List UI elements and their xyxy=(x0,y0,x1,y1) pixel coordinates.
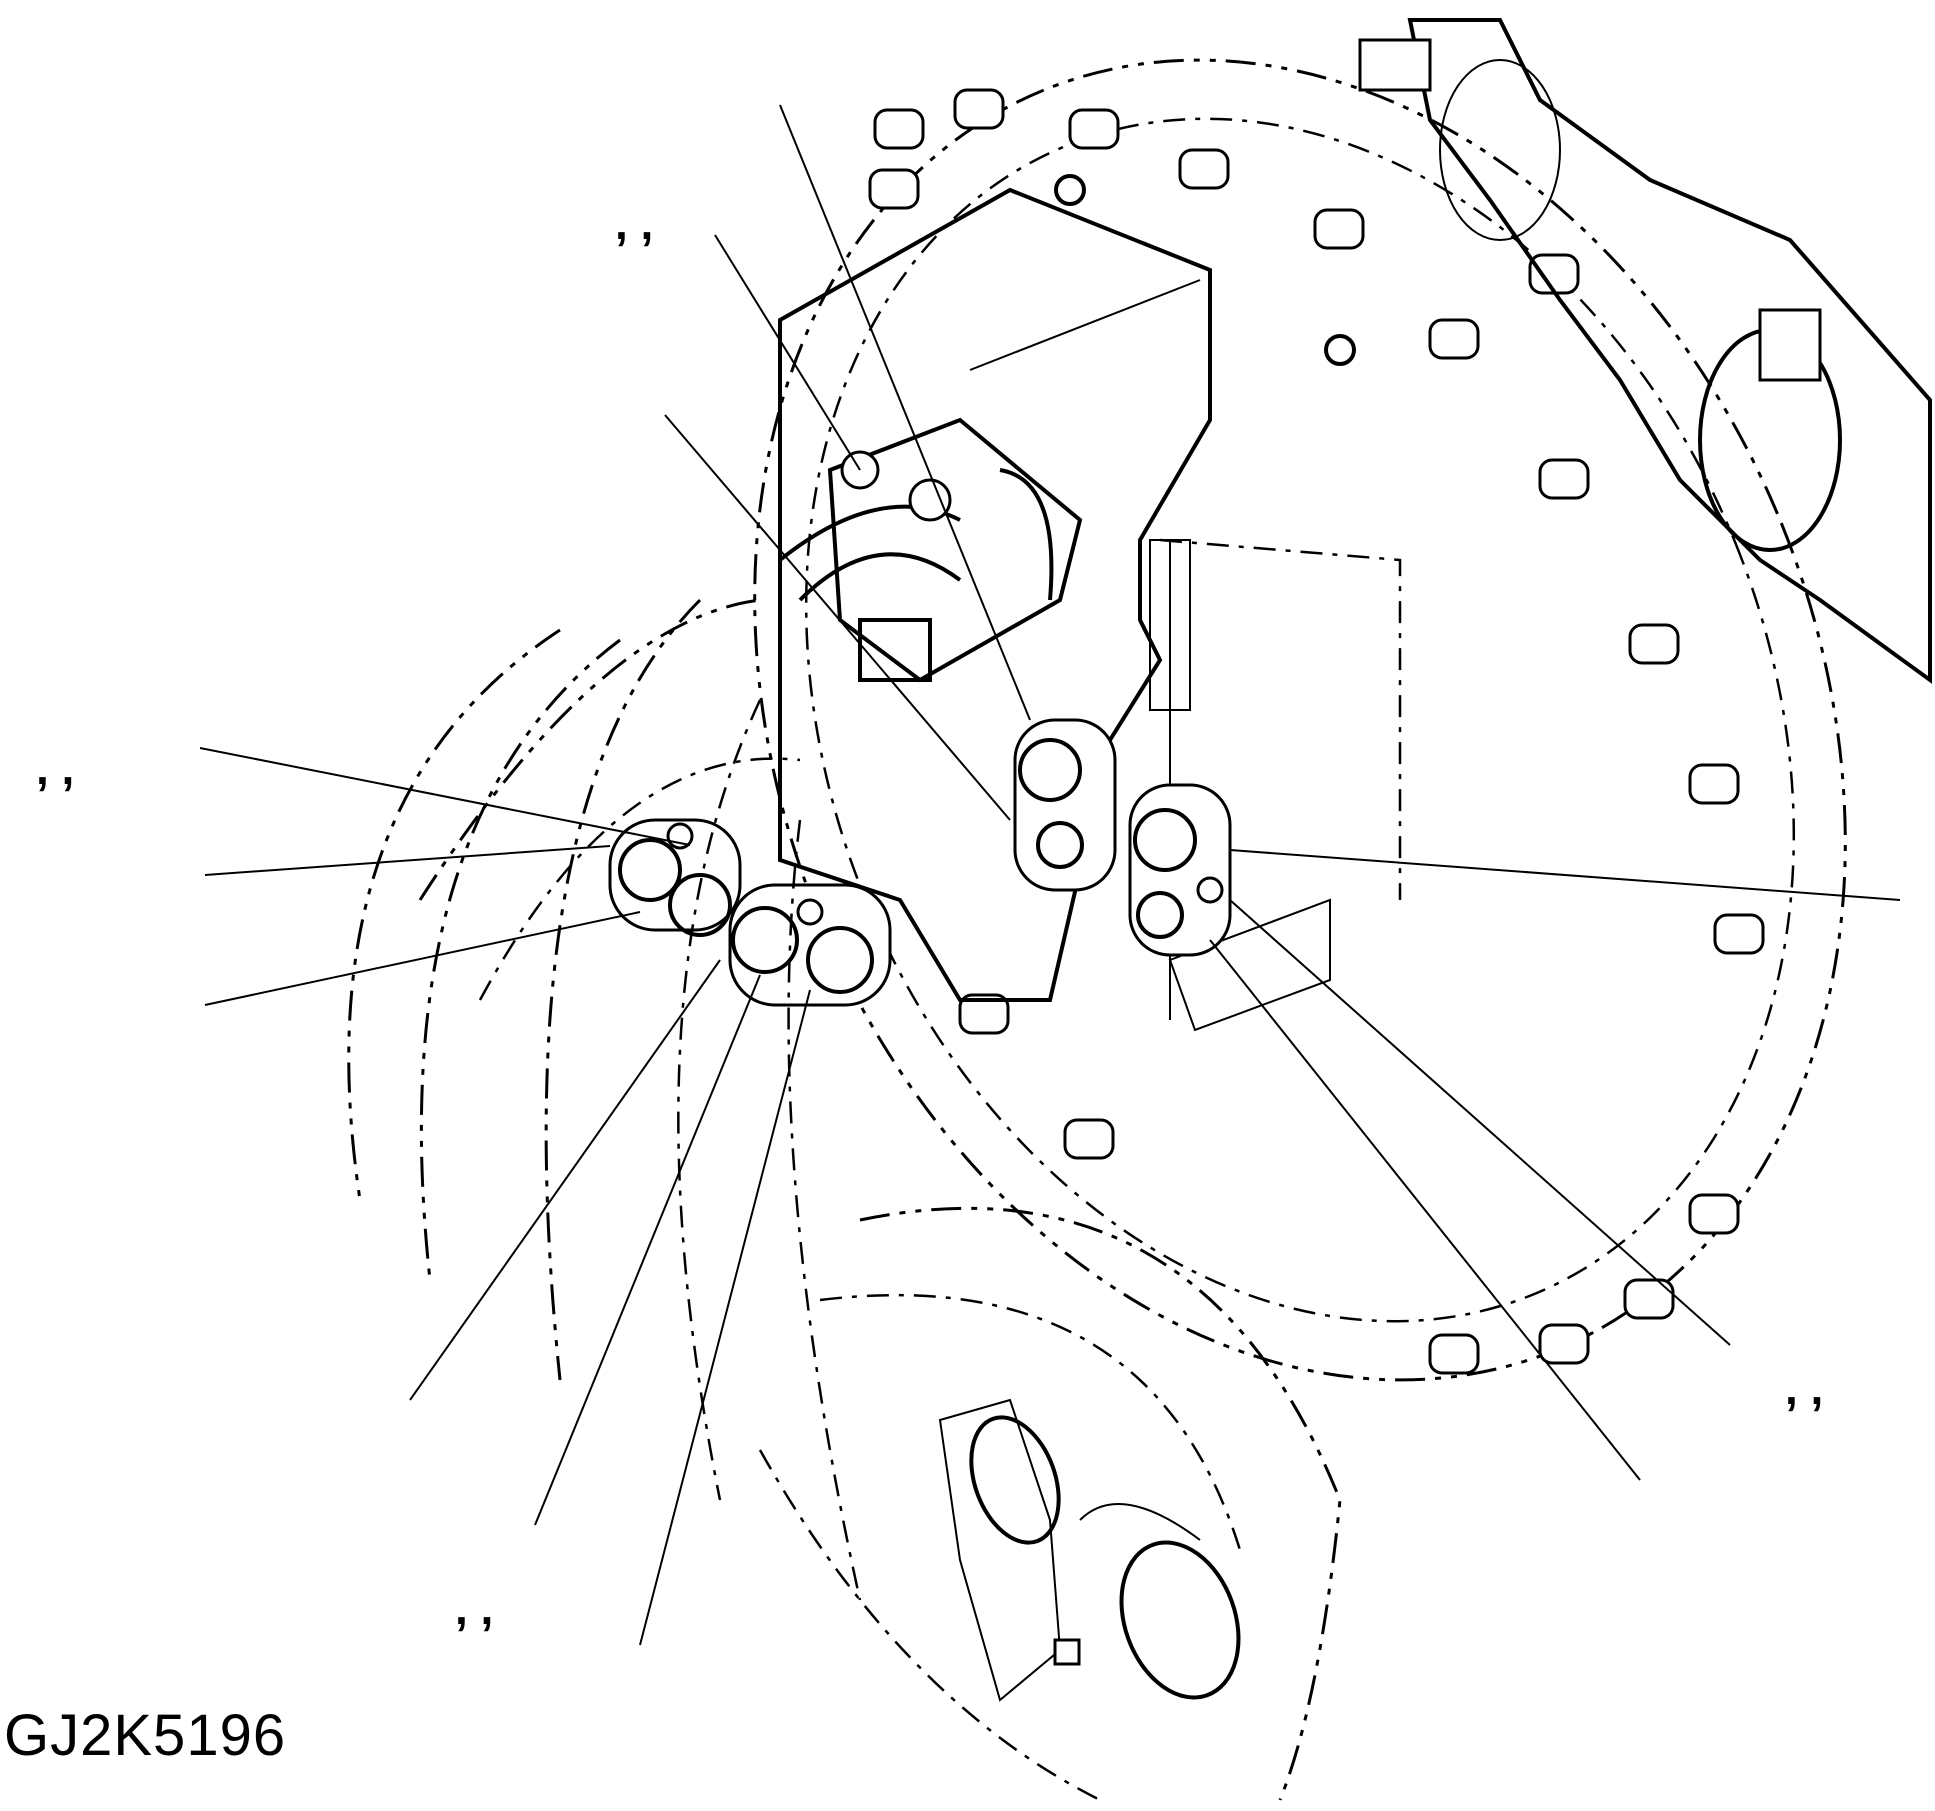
figure-id-label: GJ2K5196 xyxy=(4,1703,287,1768)
valve-block xyxy=(778,417,1083,683)
phantom-hoses xyxy=(347,598,1342,1802)
motor-assembly xyxy=(1358,18,1932,684)
callout-left: , , xyxy=(36,742,75,794)
callout-bottom-left: , , xyxy=(455,1582,494,1634)
callout-top-center: , , xyxy=(615,197,654,249)
bottom-fittings xyxy=(938,1398,1241,1702)
gearbox-housing xyxy=(778,174,1402,1032)
leader-lines xyxy=(199,104,1901,1646)
callout-bottom-right: , , xyxy=(1785,1362,1824,1414)
flange-bolts xyxy=(868,88,1765,1375)
hose-clamps xyxy=(608,718,1232,1007)
